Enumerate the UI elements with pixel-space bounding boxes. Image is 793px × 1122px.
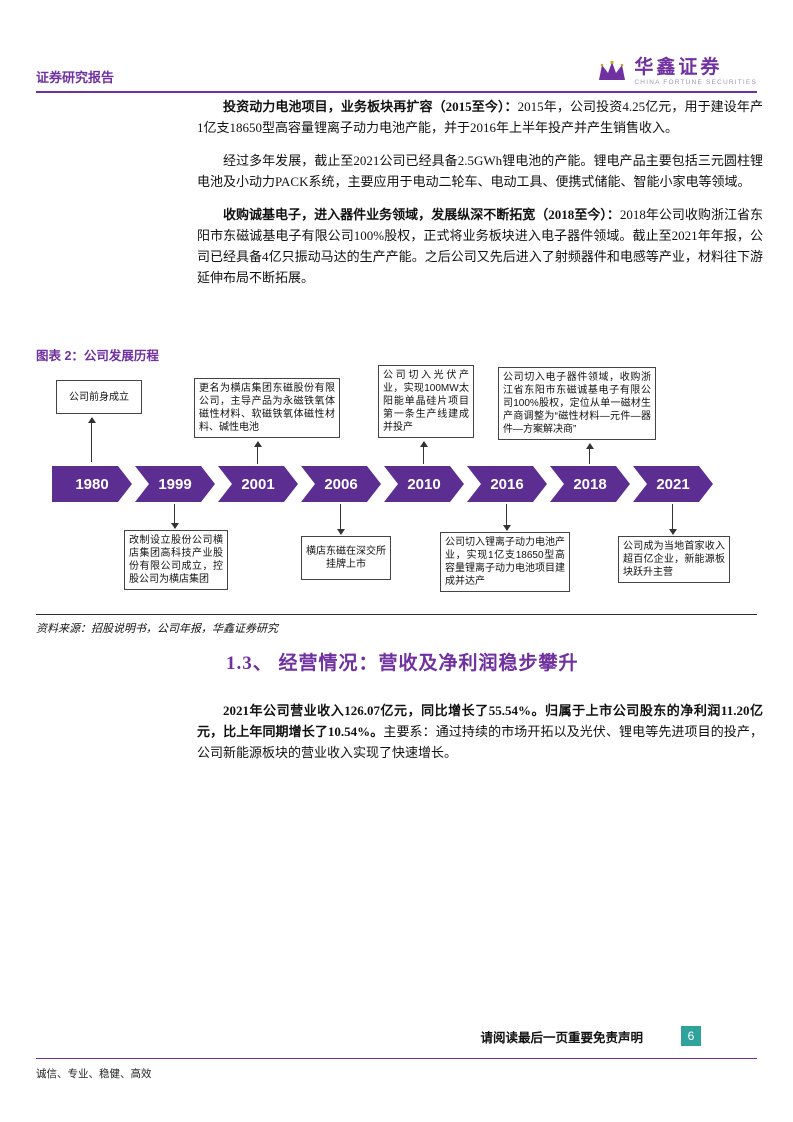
arrow-down-icon	[170, 504, 179, 529]
footer-slogan: 诚信、专业、稳健、高效	[36, 1069, 152, 1080]
timeline-year-row: 1980 1999 2001 2006 2010 2016 2018 2021	[52, 466, 713, 502]
brand-subtitle: CHINA FORTUNE SECURITIES	[634, 78, 757, 86]
footer-divider	[36, 1058, 757, 1059]
arrow-up-icon	[87, 417, 96, 462]
paragraph-battery-investment: 投资动力电池项目，业务板块再扩容（2015至今）：2015年，公司投资4.25亿…	[197, 96, 763, 138]
timeline-event-2001: 更名为横店集团东磁股份有限公司，主导产品为永磁铁氧体磁性材料、软磁铁氧体磁性材料…	[194, 378, 340, 438]
timeline-year-2016: 2016	[467, 466, 547, 502]
timeline-year-1999: 1999	[135, 466, 215, 502]
arrow-up-icon	[419, 441, 428, 464]
report-type-label: 证券研究报告	[36, 70, 115, 85]
paragraph-lead: 投资动力电池项目，业务板块再扩容（2015至今）：	[223, 99, 518, 114]
timeline-event-1980: 公司前身成立	[56, 380, 142, 414]
timeline-year-1980: 1980	[52, 466, 132, 502]
paragraph-text: 主要系：通过持续的市场开拓以及光伏、锂电等先进项目的投产，公司新能源板块的营业收…	[197, 724, 763, 760]
paragraph-text: 2015年，公司投资4.25亿元，用于建设年产1亿支18650型高容量锂离子动力…	[197, 99, 763, 135]
paragraph-text: 经过多年发展，截止至2021公司已经具备2.5GWh锂电池的产能。锂电产品主要包…	[197, 153, 763, 189]
page-header: 证券研究报告 华鑫证券 CHINA FORTUNE SECURITIES	[36, 42, 757, 93]
timeline-event-2021: 公司成为当地首家收入超百亿企业，新能源板块跃升主营	[618, 536, 730, 583]
source-note: 资料来源：招股说明书，公司年报，华鑫证券研究	[36, 623, 278, 635]
timeline-year-2001: 2001	[218, 466, 298, 502]
arrow-up-icon	[253, 441, 262, 464]
figure-label: 图表 2：公司发展历程	[36, 349, 159, 363]
paragraph-acquisition: 收购诚基电子，进入器件业务领域，发展纵深不断拓宽（2018至今）：2018年公司…	[197, 204, 763, 288]
body-text-block: 投资动力电池项目，业务板块再扩容（2015至今）：2015年，公司投资4.25亿…	[197, 96, 763, 300]
paragraph-lead: 收购诚基电子，进入器件业务领域，发展纵深不断拓宽（2018至今）：	[223, 207, 620, 222]
section-heading: 1.3、 经营情况：营收及净利润稳步攀升	[226, 653, 579, 674]
paragraph-text: 2018年公司收购浙江省东阳市东磁诚基电子有限公司100%股权，正式将业务板块进…	[197, 207, 763, 285]
timeline-year-2010: 2010	[384, 466, 464, 502]
paragraph-capacity-development: 经过多年发展，截止至2021公司已经具备2.5GWh锂电池的产能。锂电产品主要包…	[197, 150, 763, 192]
arrow-down-icon	[502, 504, 511, 531]
arrow-up-icon	[585, 443, 594, 464]
page-number-badge: 6	[681, 1026, 701, 1046]
timeline-event-2018: 公司切入电子器件领域，收购浙江省东阳市东磁诚基电子有限公司100%股权，定位从单…	[498, 367, 656, 440]
paragraph-lead: 2021年公司营业收入126.07亿元，同比增长了55.54%。归属于上市公司股…	[197, 703, 763, 739]
brand-name: 华鑫证券	[634, 56, 723, 78]
brand-crown-icon	[599, 60, 626, 80]
arrow-down-icon	[336, 504, 345, 535]
timeline-event-2016: 公司切入锂离子动力电池产业，实现1亿支18650型高容量锂离子动力电池项目建成并…	[440, 532, 570, 592]
timeline-event-2010: 公司切入光伏产业，实现100MW太阳能单晶硅片项目第一条生产线建成并投产	[378, 365, 474, 438]
paragraph-revenue: 2021年公司营业收入126.07亿元，同比增长了55.54%。归属于上市公司股…	[197, 700, 763, 763]
section-body-block: 2021年公司营业收入126.07亿元，同比增长了55.54%。归属于上市公司股…	[197, 700, 763, 775]
timeline-event-2006: 横店东磁在深交所挂牌上市	[301, 536, 391, 580]
figure-divider	[36, 614, 757, 615]
timeline-year-2021: 2021	[633, 466, 713, 502]
timeline-event-1999: 改制设立股份公司横店集团高科技产业股份有限公司成立，控股公司为横店集团	[124, 530, 228, 590]
timeline-year-2006: 2006	[301, 466, 381, 502]
timeline-year-2018: 2018	[550, 466, 630, 502]
timeline-figure: 公司前身成立 更名为横店集团东磁股份有限公司，主导产品为永磁铁氧体磁性材料、软磁…	[36, 365, 765, 614]
arrow-down-icon	[668, 504, 677, 535]
brand-logo: 华鑫证券 CHINA FORTUNE SECURITIES	[597, 58, 757, 87]
brand-text: 华鑫证券 CHINA FORTUNE SECURITIES	[634, 58, 757, 87]
footer-disclaimer-row: 请阅读最后一页重要免责声明 6	[36, 1026, 757, 1046]
disclaimer-text: 请阅读最后一页重要免责声明	[480, 1030, 643, 1045]
